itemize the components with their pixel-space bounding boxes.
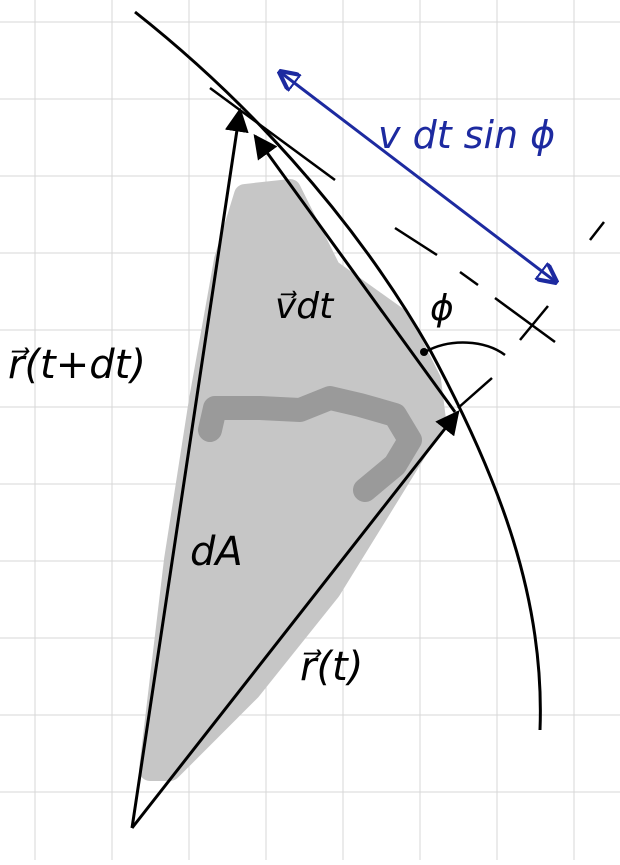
vector-r-next [130, 107, 249, 829]
label-phi: ϕ [430, 288, 454, 329]
label-v-dt-sin-phi: v dt sin ϕ [378, 113, 555, 157]
tangent-line-upper [209, 86, 336, 182]
phi-angle-arc [424, 341, 506, 357]
label-dA: dA [190, 529, 243, 575]
label-r-t: r⃗(t) [300, 644, 363, 690]
vector-r-t [130, 410, 460, 829]
label-v-dt: v⃗dt [275, 286, 335, 327]
phi-angle-vertex [420, 348, 428, 356]
area-scribble [198, 386, 422, 502]
perpendicular-distance-arrow [280, 72, 556, 282]
label-r-next: r⃗(t+dt) [8, 342, 146, 388]
